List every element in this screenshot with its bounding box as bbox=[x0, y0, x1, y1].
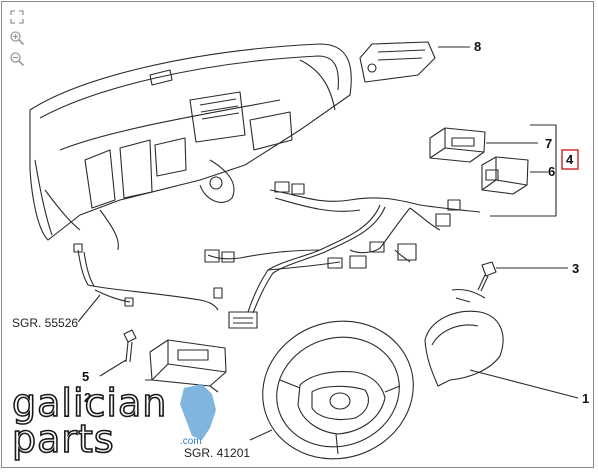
callout-6: 6 bbox=[548, 164, 555, 179]
part-1-airbag-cover bbox=[424, 310, 579, 399]
watermark-line-2: parts bbox=[11, 417, 115, 461]
reference-sgr-41201: SGR. 41201 bbox=[184, 446, 250, 460]
reference-sgr-55526: SGR. 55526 bbox=[12, 316, 78, 330]
callout-4-highlight-box bbox=[561, 149, 579, 170]
callout-1: 1 bbox=[582, 391, 589, 406]
callout-8: 8 bbox=[474, 39, 481, 54]
zoom-out-icon bbox=[10, 52, 25, 67]
zoom-out-button[interactable] bbox=[8, 50, 26, 68]
part-7-module bbox=[429, 127, 538, 163]
map-silhouette-icon bbox=[180, 384, 216, 440]
part-3-screw bbox=[451, 261, 568, 303]
part-2-control-unit bbox=[145, 339, 227, 393]
steering-wheel bbox=[249, 320, 414, 460]
callout-5: 5 bbox=[82, 369, 89, 384]
bracket-group-4 bbox=[490, 124, 557, 217]
zoom-in-icon bbox=[10, 31, 25, 46]
callout-3: 3 bbox=[572, 261, 579, 276]
cable-sgr-55526 bbox=[73, 243, 223, 323]
watermark-line-1: galician bbox=[11, 381, 168, 425]
callout-2: 2 bbox=[84, 390, 91, 405]
zoom-in-button[interactable] bbox=[8, 29, 26, 47]
part-6-module bbox=[481, 156, 548, 195]
wiring-harness bbox=[204, 181, 481, 329]
callout-4: 4 bbox=[566, 152, 574, 167]
part-8-trim bbox=[359, 41, 470, 83]
dashboard-drawing bbox=[29, 43, 352, 251]
part-5-screw bbox=[99, 329, 137, 377]
watermark-logo: galician parts .com bbox=[11, 380, 216, 461]
watermark-suffix: .com bbox=[180, 436, 202, 447]
fit-screen-button[interactable] bbox=[8, 8, 26, 26]
callout-7: 7 bbox=[545, 136, 552, 151]
fit-screen-icon bbox=[10, 10, 24, 24]
